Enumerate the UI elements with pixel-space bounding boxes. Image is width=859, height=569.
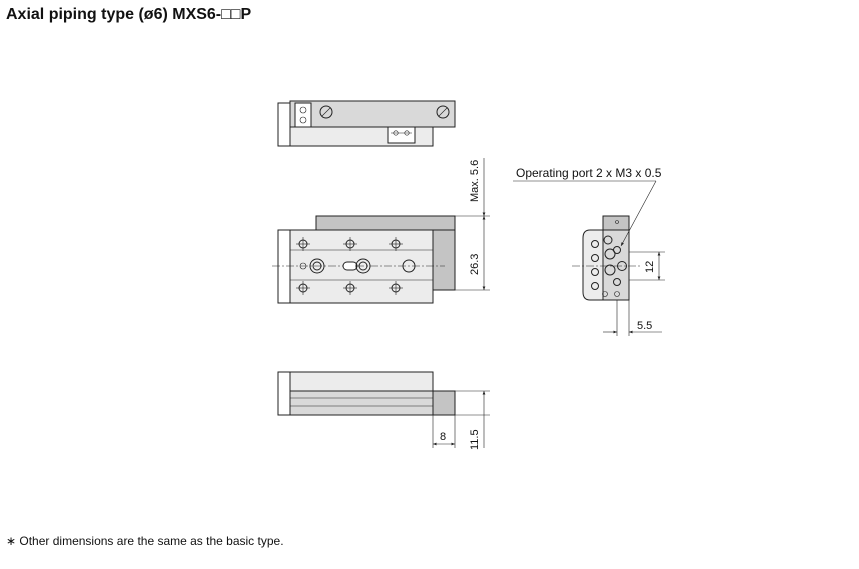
- end-view-ports: [591, 235, 627, 297]
- operating-port-callout: Operating port 2 x M3 x 0.5: [516, 166, 662, 180]
- dim-port-spacing: 12: [644, 261, 656, 273]
- dim-side-height: 11.5: [469, 429, 481, 450]
- dim-port-offset: 5.5: [637, 320, 652, 332]
- dim-max-stroke: Max. 5.6: [469, 160, 481, 202]
- dim-height: 26.3: [469, 254, 481, 275]
- footnote: ∗ Other dimensions are the same as the b…: [6, 534, 284, 548]
- dim-side-width: 8: [440, 431, 446, 443]
- top-view: [277, 100, 456, 147]
- side-view-bottom: 8 11.5: [277, 371, 490, 450]
- page-title: Axial piping type (ø6) MXS6-□□P: [6, 6, 252, 23]
- mounting-hole-row: [296, 237, 403, 295]
- front-view: Max. 5.6 26.3: [272, 158, 490, 304]
- end-view: 12 5.5 Operating port 2 x M3 x 0.5: [513, 166, 665, 336]
- center-holes: [299, 258, 416, 274]
